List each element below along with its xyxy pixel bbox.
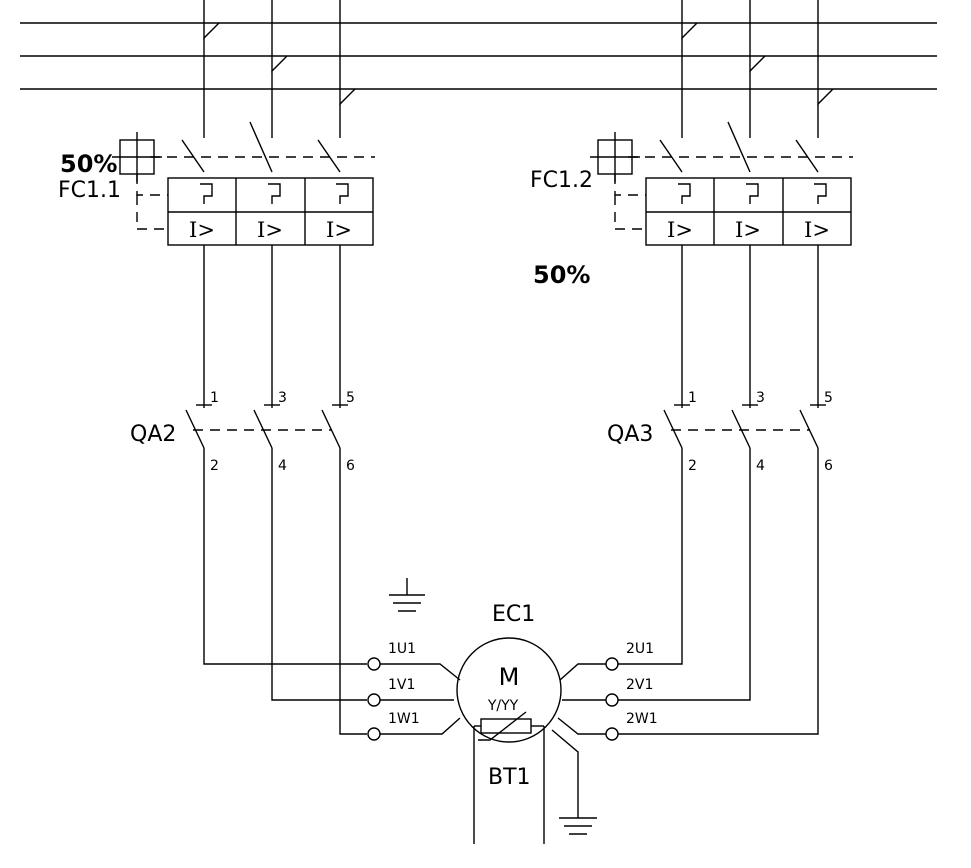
motor-label: EC1 [492,602,535,627]
trip-label-1: I> [667,218,693,242]
earth-symbol-motor [551,729,597,835]
trip-label-2: I> [735,218,761,242]
breaker-label: FC1.1 [58,178,121,203]
contactor-qa3: 1 3 5 2 4 6 QA3 [607,390,833,474]
breaker-setting: 50% [60,150,117,178]
terminal-top-5: 5 [346,390,355,406]
breaker-fc1-1: I> I> I> 50% FC1.1 [58,38,375,408]
terminal-2u1: 2U1 [626,641,654,657]
earth-symbol-top [389,578,425,612]
motor-symbol: M [499,663,520,691]
thermistor-label: BT1 [488,765,531,790]
terminal-top-5: 5 [824,390,833,406]
terminal-1v1: 1V1 [388,677,415,693]
trip-label-3: I> [804,218,830,242]
terminal-2v1: 2V1 [626,677,653,693]
terminal-bottom-2: 2 [210,458,219,474]
terminal-bottom-4: 4 [756,458,765,474]
terminal-1u1: 1U1 [388,641,416,657]
breaker-label: FC1.2 [530,168,593,193]
terminal-bottom-2: 2 [688,458,697,474]
terminal-top-3: 3 [278,390,287,406]
motor-connection: Y/YY [487,698,519,714]
contactor-qa2: 1 3 5 2 4 6 QA2 [130,390,355,474]
motor-ec1: M Y/YY EC1 [456,602,562,743]
supply-bus [20,0,937,106]
contactor-label: QA2 [130,422,176,447]
terminal-2w1: 2W1 [626,711,658,727]
terminal-bottom-6: 6 [346,458,355,474]
terminal-top-1: 1 [688,390,697,406]
terminal-bottom-6: 6 [824,458,833,474]
trip-label-2: I> [257,218,283,242]
motor-terminals-left: 1U1 1V1 1W1 [367,641,461,741]
terminal-top-3: 3 [756,390,765,406]
trip-label-1: I> [189,218,215,242]
trip-label-3: I> [326,218,352,242]
breaker-setting: 50% [533,261,590,289]
manual-operator-symbol [590,132,640,182]
motor-terminals-right: 2U1 2V1 2W1 [557,641,658,741]
motor-feed-wires [203,448,819,735]
contactor-label: QA3 [607,422,653,447]
terminal-top-1: 1 [210,390,219,406]
thermistor-bt1: BT1 [473,711,545,844]
terminal-1w1: 1W1 [388,711,420,727]
breaker-fc1-2: I> I> I> FC1.2 50% [530,38,853,408]
terminal-bottom-4: 4 [278,458,287,474]
